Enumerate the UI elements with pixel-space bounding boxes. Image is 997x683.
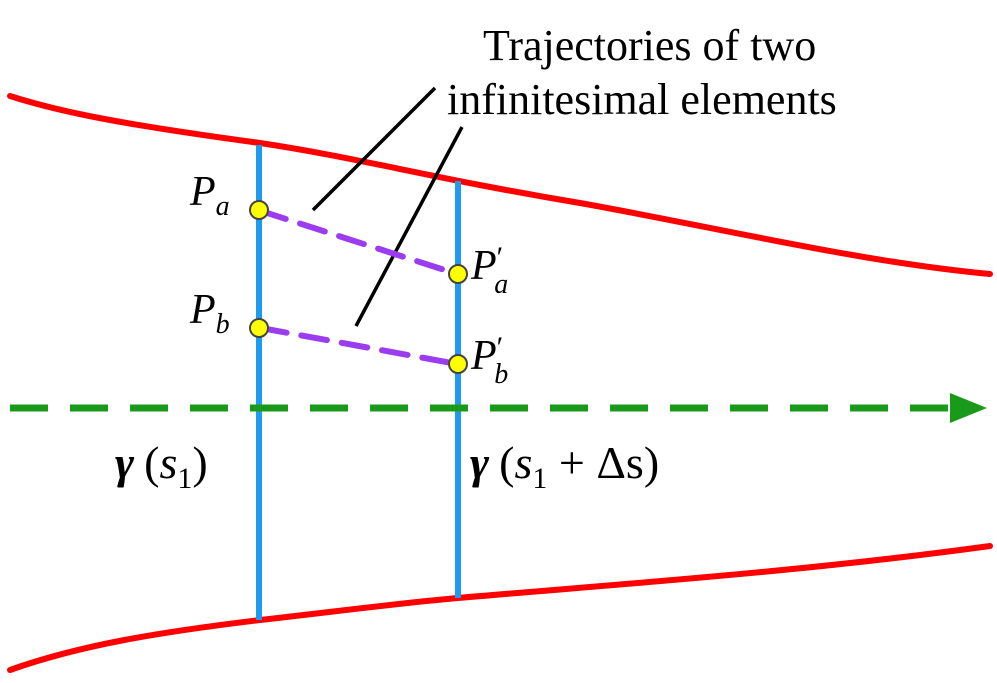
label-gamma-s1-ds-open: ( bbox=[499, 437, 514, 488]
label-gamma-s1-s: s bbox=[159, 437, 177, 488]
lower-wall-curve bbox=[7, 543, 993, 673]
point-pb-prime-marker bbox=[448, 354, 468, 374]
label-pb-prime: P′b bbox=[470, 331, 508, 390]
point-pa-prime-marker bbox=[448, 264, 468, 284]
trajectory-a bbox=[258, 208, 460, 277]
label-gamma-s1-sub: 1 bbox=[177, 462, 192, 495]
label-gamma-s1-ds-s: s bbox=[514, 437, 532, 488]
label-gamma-s1-close: ) bbox=[192, 437, 207, 488]
label-gamma-s1: γ(s1) bbox=[115, 437, 208, 495]
caption-line-1: Trajectories of two bbox=[483, 21, 816, 70]
label-pb-prime-mark: ′ bbox=[497, 331, 504, 364]
leader-line-a bbox=[311, 86, 437, 212]
label-pb: Pb bbox=[189, 287, 230, 340]
label-pb-sub: b bbox=[216, 309, 230, 340]
label-pa-main: P bbox=[189, 169, 216, 215]
label-pa-prime-sub: a bbox=[494, 269, 508, 300]
trajectory-b bbox=[258, 325, 460, 367]
label-gamma-s1-ds-close: ) bbox=[644, 437, 659, 488]
label-gamma-s1-gamma: γ bbox=[115, 437, 135, 488]
point-pb-marker bbox=[249, 318, 269, 338]
label-pb-main: P bbox=[189, 287, 216, 333]
label-pa: Pa bbox=[189, 169, 230, 222]
label-gamma-s1-open: ( bbox=[144, 437, 159, 488]
label-pa-sub: a bbox=[216, 191, 230, 222]
axis-arrowhead bbox=[950, 393, 987, 423]
label-pb-prime-sub: b bbox=[494, 359, 508, 390]
label-pb-prime-main: P bbox=[470, 333, 497, 379]
label-pa-prime-main: P bbox=[470, 243, 497, 289]
label-pa-prime: P′a bbox=[470, 241, 508, 300]
leader-line-b bbox=[354, 126, 464, 327]
caption-line-2: infinitesimal elements bbox=[447, 75, 837, 124]
label-gamma-s1-ds-sub: 1 bbox=[532, 462, 547, 495]
label-gamma-s1-ds-gamma: γ bbox=[470, 437, 490, 488]
label-gamma-s1-ds: γ(s1 + Δs) bbox=[470, 437, 659, 495]
point-pa-marker bbox=[249, 200, 269, 220]
upper-wall-curve bbox=[7, 93, 993, 277]
label-gamma-s1-ds-rest: + Δs bbox=[547, 437, 643, 488]
label-pa-prime-mark: ′ bbox=[497, 241, 504, 274]
